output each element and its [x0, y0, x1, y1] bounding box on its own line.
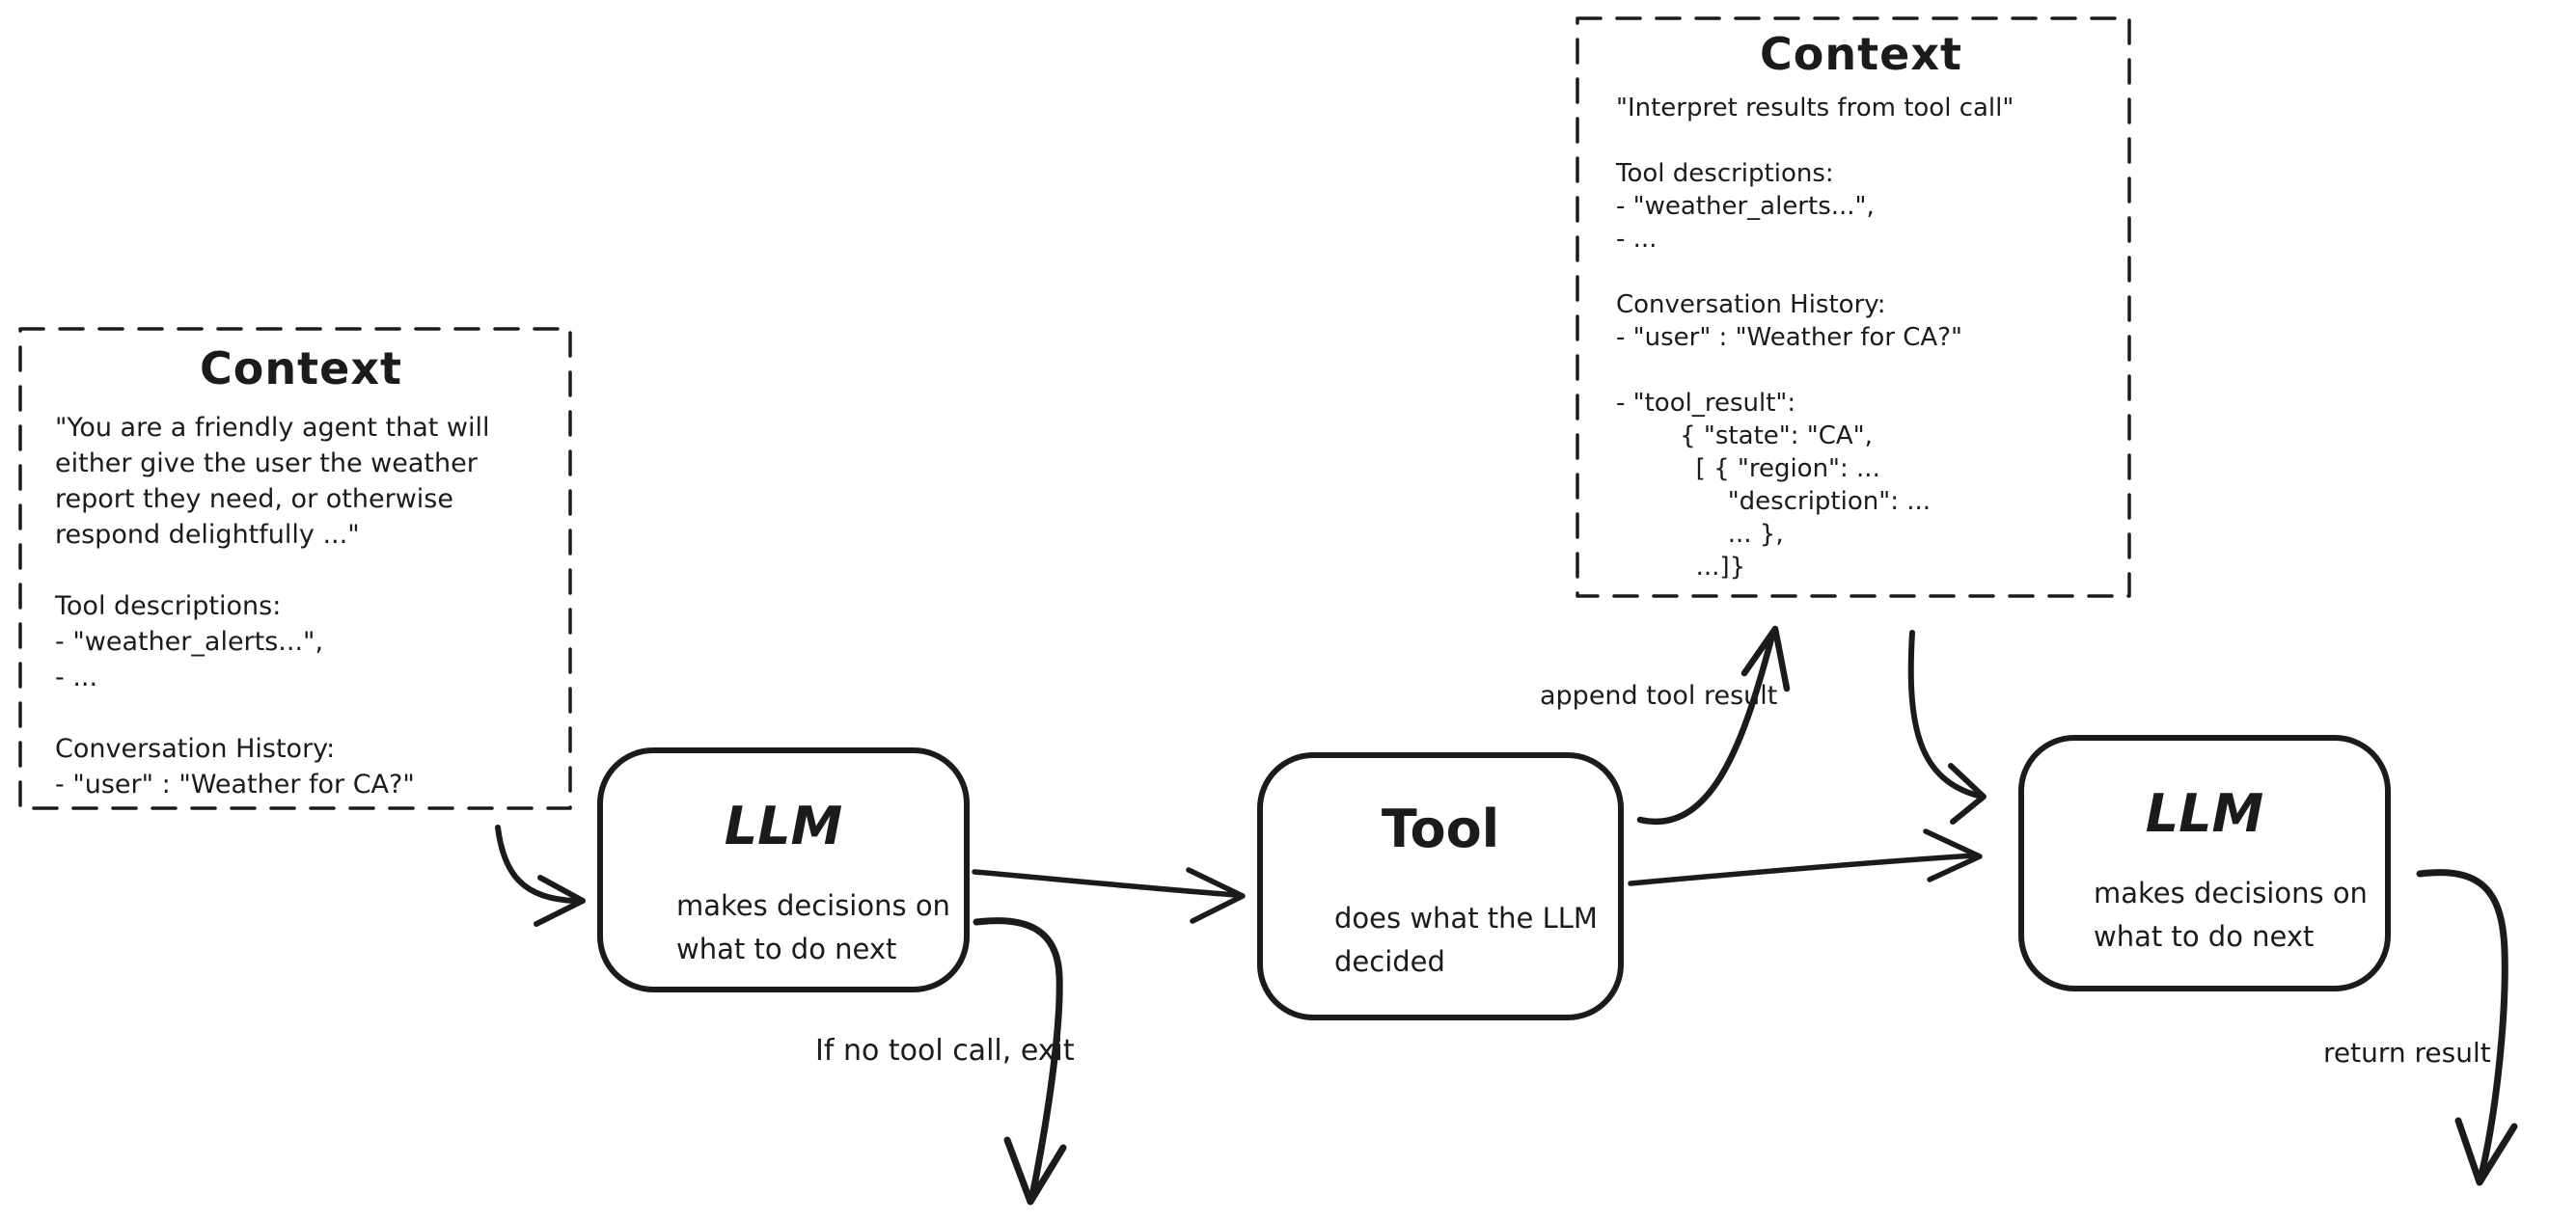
tool-node: Tool does what the LLM decided	[1257, 752, 1624, 1020]
llm-node-2-title: LLM	[2145, 783, 2264, 844]
context-top-box: Context "Interpret results from tool cal…	[1577, 18, 2129, 596]
llm-node-2: LLM makes decisions on what to do next	[2018, 735, 2391, 991]
edge-label-append-tool-result: append tool result	[1540, 681, 1778, 711]
arrowhead	[2454, 1117, 2518, 1186]
arrowhead	[534, 875, 586, 927]
context-left-box-border	[18, 327, 572, 810]
llm-node-2-subtitle: makes decisions on what to do next	[2094, 877, 2368, 953]
context-left-box: Context "You are a friendly agent that w…	[20, 329, 570, 808]
context-left-title: Context	[200, 342, 402, 394]
context-top-box-border	[1576, 16, 2131, 598]
arrow-context-top-to-llm-2	[1907, 630, 1987, 825]
tool-node-subtitle: does what the LLM decided	[1334, 902, 1598, 978]
llm-node-1-title: LLM	[724, 796, 843, 856]
context-top-title: Context	[1760, 28, 1962, 80]
llm-node-1: LLM makes decisions on what to do next	[597, 747, 970, 992]
arrow-tool-to-llm-2	[1628, 828, 1983, 886]
arrowhead	[1003, 1136, 1067, 1206]
tool-node-title: Tool	[1381, 799, 1500, 859]
edge-label-if-no-tool-call-exit: If no tool call, exit	[815, 1034, 1075, 1068]
context-left-body: "You are a friendly agent that will eith…	[55, 413, 490, 800]
arrow-llm-1-to-tool	[972, 867, 1246, 924]
arrow-tool-to-context-top	[1636, 625, 1791, 825]
edge-label-return-result: return result	[2323, 1037, 2491, 1069]
arrow-llm-1-exit	[973, 917, 1067, 1206]
context-top-body: "Interpret results from tool call" Tool …	[1616, 94, 2014, 582]
arrowhead	[1186, 867, 1246, 924]
arrowhead	[1948, 763, 1987, 825]
arrow-context-left-to-llm-1	[495, 825, 586, 927]
llm-node-1-subtitle: makes decisions on what to do next	[676, 889, 950, 965]
arrow-llm-2-return	[2416, 869, 2518, 1186]
arrowhead	[1740, 625, 1791, 692]
arrowhead	[1923, 828, 1983, 882]
